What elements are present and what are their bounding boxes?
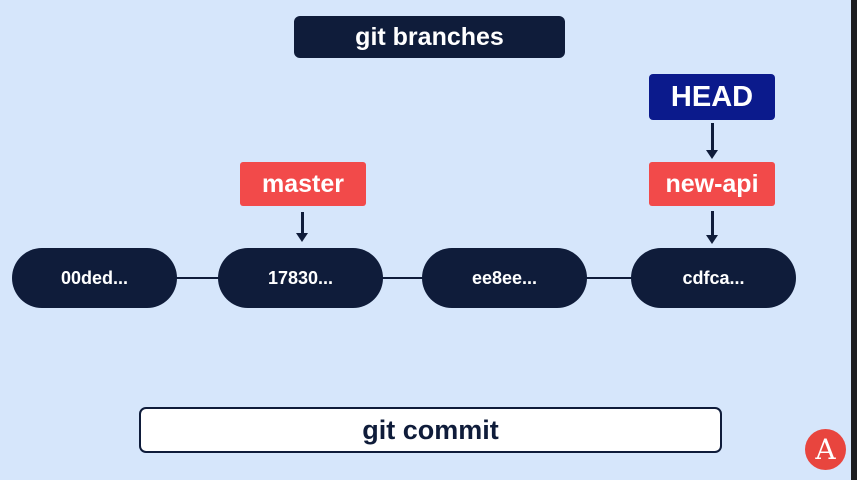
commit-link: [176, 277, 219, 279]
master-to-commit-arrow: [296, 212, 308, 242]
command-box: git commit: [139, 407, 722, 453]
commit-node: 17830...: [218, 248, 383, 308]
head-pointer-label: HEAD: [649, 74, 775, 120]
commit-link: [382, 277, 423, 279]
commit-node: 00ded...: [12, 248, 177, 308]
branch-label-master: master: [240, 162, 366, 206]
commit-link: [586, 277, 632, 279]
commit-node: cdfca...: [631, 248, 796, 308]
commit-node: ee8ee...: [422, 248, 587, 308]
new-api-to-commit-arrow: [706, 211, 718, 244]
diagram-title: git branches: [294, 16, 565, 58]
branch-label-new-api: new-api: [649, 162, 775, 206]
channel-logo-icon: A: [805, 429, 846, 470]
head-to-branch-arrow: [706, 123, 718, 159]
